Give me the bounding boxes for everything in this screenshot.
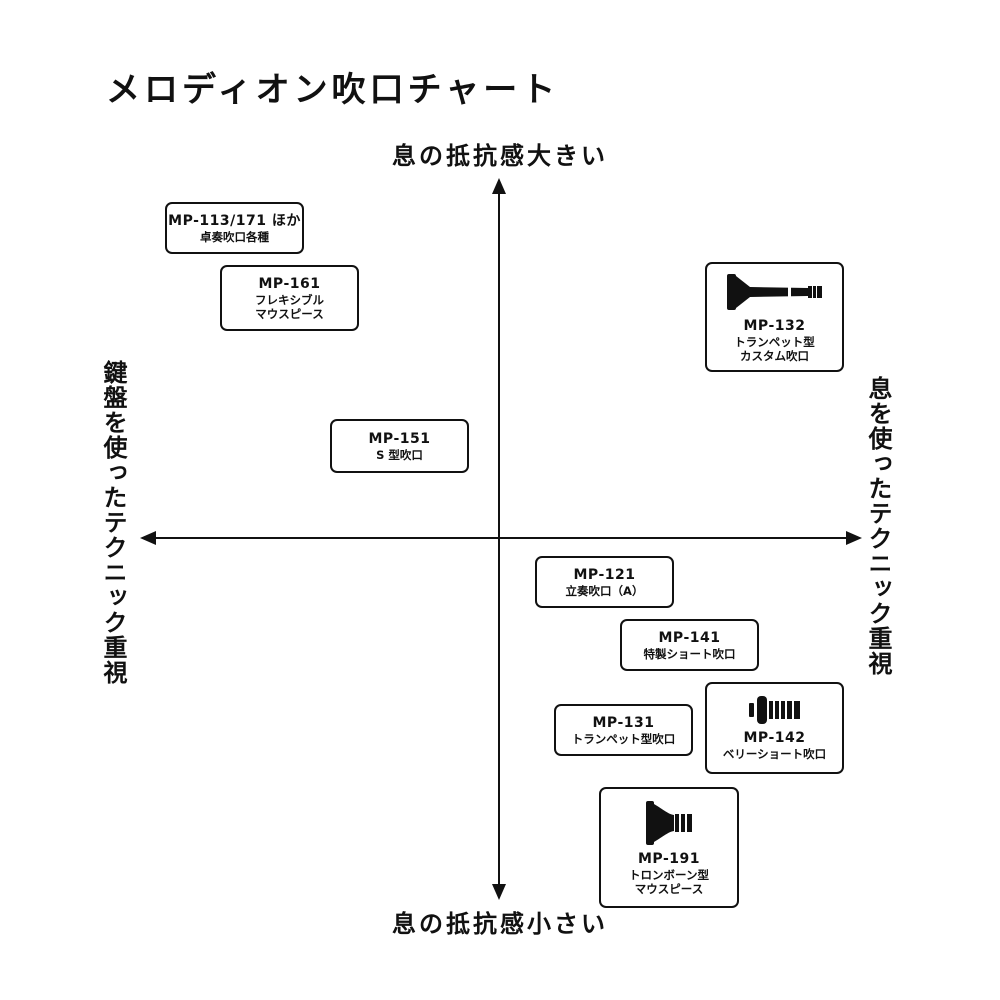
item-code: MP-191 <box>638 850 700 867</box>
item-mp-142: MP-142 ベリーショート吹口 <box>705 682 844 774</box>
item-desc: 特製ショート吹口 <box>643 647 736 661</box>
item-code: MP-121 <box>573 567 636 583</box>
item-code: MP-161 <box>258 276 321 292</box>
item-mp-121: MP-121 立奏吹口（A） <box>535 556 674 608</box>
item-mp-131: MP-131 トランペット型吹口 <box>554 704 693 756</box>
trombone-mouthpiece-icon <box>646 800 692 845</box>
trumpet-mouthpiece-icon <box>726 274 822 310</box>
chart-title: メロディオン吹口チャート <box>106 70 560 110</box>
axis-label-right: 息を使ったテクニック重視 <box>864 376 892 676</box>
item-desc: マウスピース <box>255 307 324 321</box>
item-mp-191: MP-191 トロンボーン型 マウスピース <box>599 787 739 908</box>
arrow-right <box>846 531 862 545</box>
item-code: MP-113/171 ほか <box>168 213 301 229</box>
item-desc: トロンボーン型 <box>629 867 709 882</box>
very-short-mouthpiece-icon <box>748 696 800 724</box>
item-desc: トランペット型吹口 <box>571 732 676 746</box>
item-code: MP-141 <box>658 630 721 646</box>
arrow-up <box>492 178 506 194</box>
axis-label-bottom: 息の抵抗感小さい <box>392 910 608 938</box>
item-desc: トランペット型 <box>734 335 815 349</box>
item-desc: 立奏吹口（A） <box>565 584 644 598</box>
item-desc: フレキシブル <box>255 293 324 307</box>
item-code: MP-142 <box>743 730 806 746</box>
item-mp-151: MP-151 S 型吹口 <box>330 419 469 473</box>
item-code: MP-151 <box>368 431 431 447</box>
item-code: MP-132 <box>743 318 806 334</box>
item-desc: マウスピース <box>634 881 704 896</box>
arrow-left <box>140 531 156 545</box>
item-desc: カスタム吹口 <box>740 349 809 363</box>
arrow-down <box>492 884 506 900</box>
item-mp-141: MP-141 特製ショート吹口 <box>620 619 759 671</box>
item-mp-132: MP-132 トランペット型 カスタム吹口 <box>705 262 844 372</box>
axis-label-left: 鍵盤を使ったテクニック重視 <box>99 360 127 685</box>
item-desc: S 型吹口 <box>376 448 423 462</box>
item-mp-113-171: MP-113/171 ほか 卓奏吹口各種 <box>165 202 304 254</box>
item-code: MP-131 <box>592 715 655 731</box>
item-desc: 卓奏吹口各種 <box>200 230 269 244</box>
axis-label-top: 息の抵抗感大きい <box>392 142 608 170</box>
item-desc: ベリーショート吹口 <box>722 747 827 761</box>
item-mp-161: MP-161 フレキシブル マウスピース <box>220 265 359 331</box>
